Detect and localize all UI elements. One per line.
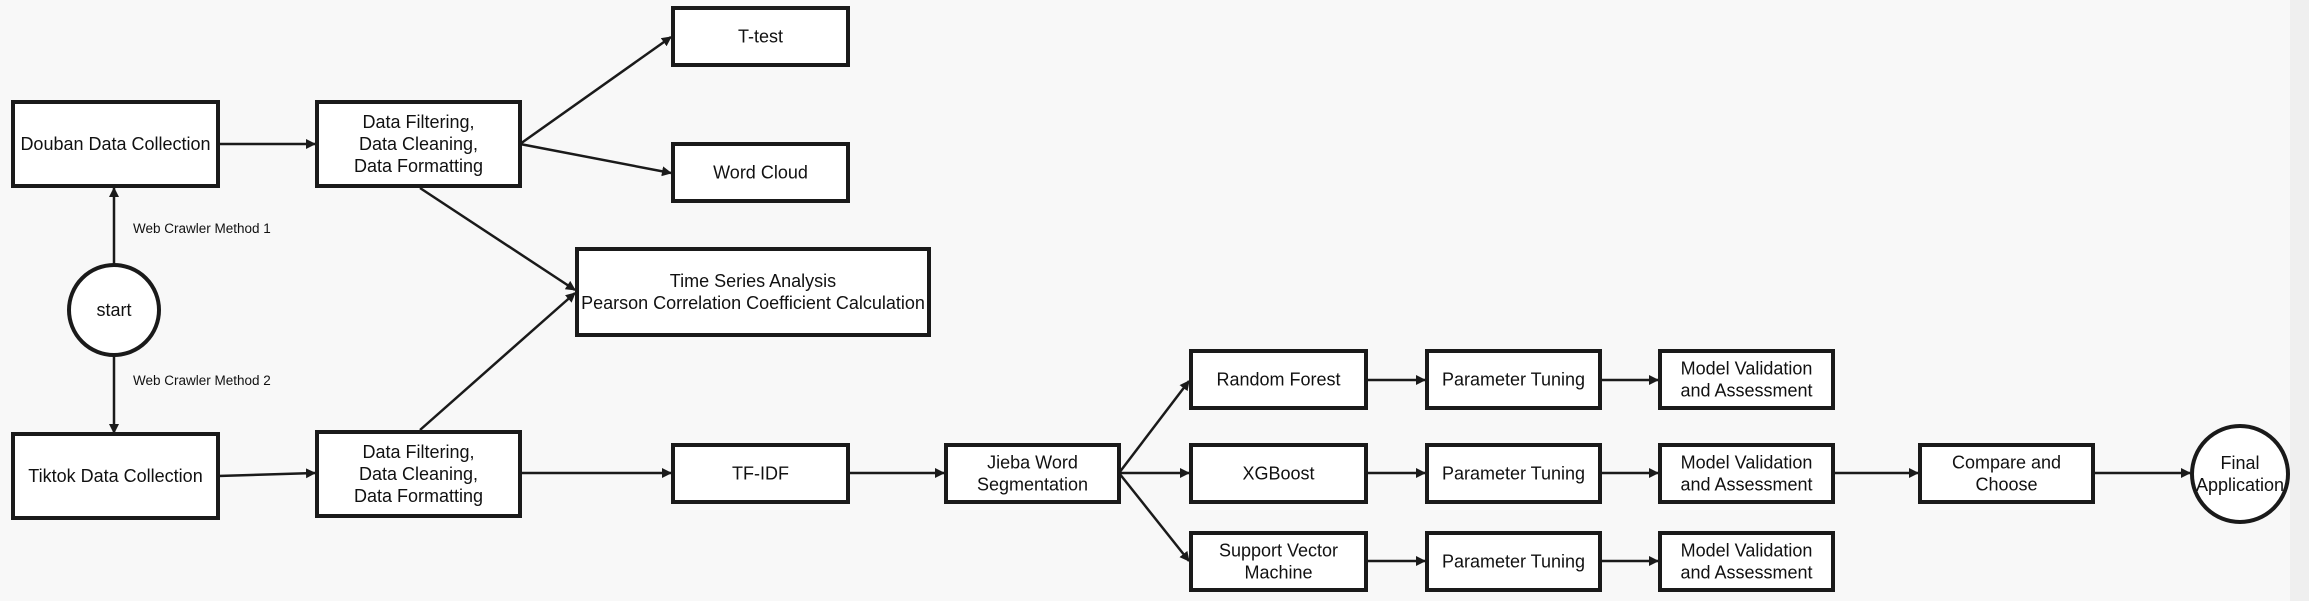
edge-label-method1: Web Crawler Method 1: [133, 221, 271, 236]
node-xgb-box: [1189, 443, 1368, 504]
node-rf-label-line-1: Random Forest: [1216, 370, 1340, 390]
node-compare-label-line-2: Choose: [1975, 475, 2037, 495]
node-filter-douban: Data Filtering,Data Cleaning,Data Format…: [315, 100, 522, 188]
edge-filter-douban-to-wordcloud: [519, 142, 672, 177]
edge-jieba-to-svm: [1118, 472, 1190, 562]
node-filter-tiktok-label-line-3: Data Formatting: [354, 486, 483, 506]
node-tiktok-label-line-1: Tiktok Data Collection: [28, 466, 202, 486]
node-start: start: [67, 263, 161, 357]
node-filter-douban-box: [315, 100, 522, 188]
node-val1-box: [1658, 349, 1835, 410]
node-tune2-label-line-1: Parameter Tuning: [1442, 464, 1585, 484]
edge-filter-douban-to-ttest: [519, 35, 672, 146]
node-jieba-label-line-1: Jieba Word: [987, 453, 1078, 473]
node-rf: Random Forest: [1189, 349, 1368, 410]
right-margin-strip: [2290, 0, 2309, 601]
node-tiktok: Tiktok Data Collection: [11, 432, 220, 520]
edge-filter-douban-to-timeseries: [419, 186, 576, 292]
node-xgb: XGBoost: [1189, 443, 1368, 504]
node-filter-tiktok-label-line-1: Data Filtering,: [362, 442, 474, 462]
node-val2-box: [1658, 443, 1835, 504]
node-tune2: Parameter Tuning: [1425, 443, 1602, 504]
node-svm-box: [1189, 531, 1368, 592]
node-douban-label-line-1: Douban Data Collection: [20, 134, 210, 154]
node-filter-tiktok-label-line-2: Data Cleaning,: [359, 464, 478, 484]
node-val2-label-line-1: Model Validation: [1681, 453, 1813, 473]
node-compare-label-line-1: Compare and: [1952, 453, 2061, 473]
node-final-label-line-1: Final: [2220, 453, 2259, 473]
node-ttest-label-line-1: T-test: [738, 27, 783, 47]
node-tfidf: TF-IDF: [671, 443, 850, 504]
node-jieba-label-line-2: Segmentation: [977, 475, 1088, 495]
node-ttest-box: [671, 6, 850, 67]
node-tiktok-box: [11, 432, 220, 520]
node-val1-label-line-2: and Assessment: [1680, 381, 1812, 401]
edge-label-method2: Web Crawler Method 2: [133, 373, 271, 388]
node-wordcloud-label-line-1: Word Cloud: [713, 163, 808, 183]
node-ttest: T-test: [671, 6, 850, 67]
node-final-label-line-2: Application: [2196, 475, 2284, 495]
node-final-shape: [2190, 424, 2290, 524]
node-tune3-label-line-1: Parameter Tuning: [1442, 552, 1585, 572]
node-tfidf-label-line-1: TF-IDF: [732, 464, 789, 484]
node-tune1: Parameter Tuning: [1425, 349, 1602, 410]
node-val3-box: [1658, 531, 1835, 592]
node-start-shape: [67, 263, 161, 357]
node-tune3-box: [1425, 531, 1602, 592]
node-filter-douban-label-line-2: Data Cleaning,: [359, 134, 478, 154]
node-wordcloud: Word Cloud: [671, 142, 850, 203]
node-tune1-label-line-1: Parameter Tuning: [1442, 370, 1585, 390]
edge-jieba-to-rf: [1118, 380, 1190, 474]
node-val2-label-line-2: and Assessment: [1680, 475, 1812, 495]
node-filter-tiktok: Data Filtering,Data Cleaning,Data Format…: [315, 430, 522, 518]
node-rf-box: [1189, 349, 1368, 410]
node-douban-box: [11, 100, 220, 188]
node-tune1-box: [1425, 349, 1602, 410]
node-jieba-box: [944, 443, 1121, 504]
node-tfidf-box: [671, 443, 850, 504]
node-start-label-line-1: start: [96, 300, 131, 320]
node-douban: Douban Data Collection: [11, 100, 220, 188]
node-timeseries-label-line-1: Time Series Analysis: [670, 271, 836, 291]
node-tune2-box: [1425, 443, 1602, 504]
edge-filter-tiktok-to-timeseries: [419, 292, 576, 431]
node-val3-label-line-1: Model Validation: [1681, 541, 1813, 561]
node-timeseries-label-line-2: Pearson Correlation Coefficient Calculat…: [581, 293, 925, 313]
node-wordcloud-box: [671, 142, 850, 203]
edge-tiktok-to-filter-tiktok: [217, 468, 316, 479]
node-timeseries-box: [575, 247, 931, 337]
node-filter-douban-label-line-1: Data Filtering,: [362, 112, 474, 132]
node-filter-tiktok-box: [315, 430, 522, 518]
node-val1-label-line-1: Model Validation: [1681, 359, 1813, 379]
edges-layer: [109, 35, 2191, 566]
edge-labels-layer: Web Crawler Method 1 Web Crawler Method 2: [133, 221, 271, 388]
node-svm-label-line-2: Machine: [1244, 563, 1312, 583]
node-compare-box: [1918, 443, 2095, 504]
node-svm-label-line-1: Support Vector: [1219, 541, 1338, 561]
node-val3-label-line-2: and Assessment: [1680, 563, 1812, 583]
node-tune3: Parameter Tuning: [1425, 531, 1602, 592]
node-xgb-label-line-1: XGBoost: [1242, 464, 1314, 484]
node-filter-douban-label-line-3: Data Formatting: [354, 156, 483, 176]
